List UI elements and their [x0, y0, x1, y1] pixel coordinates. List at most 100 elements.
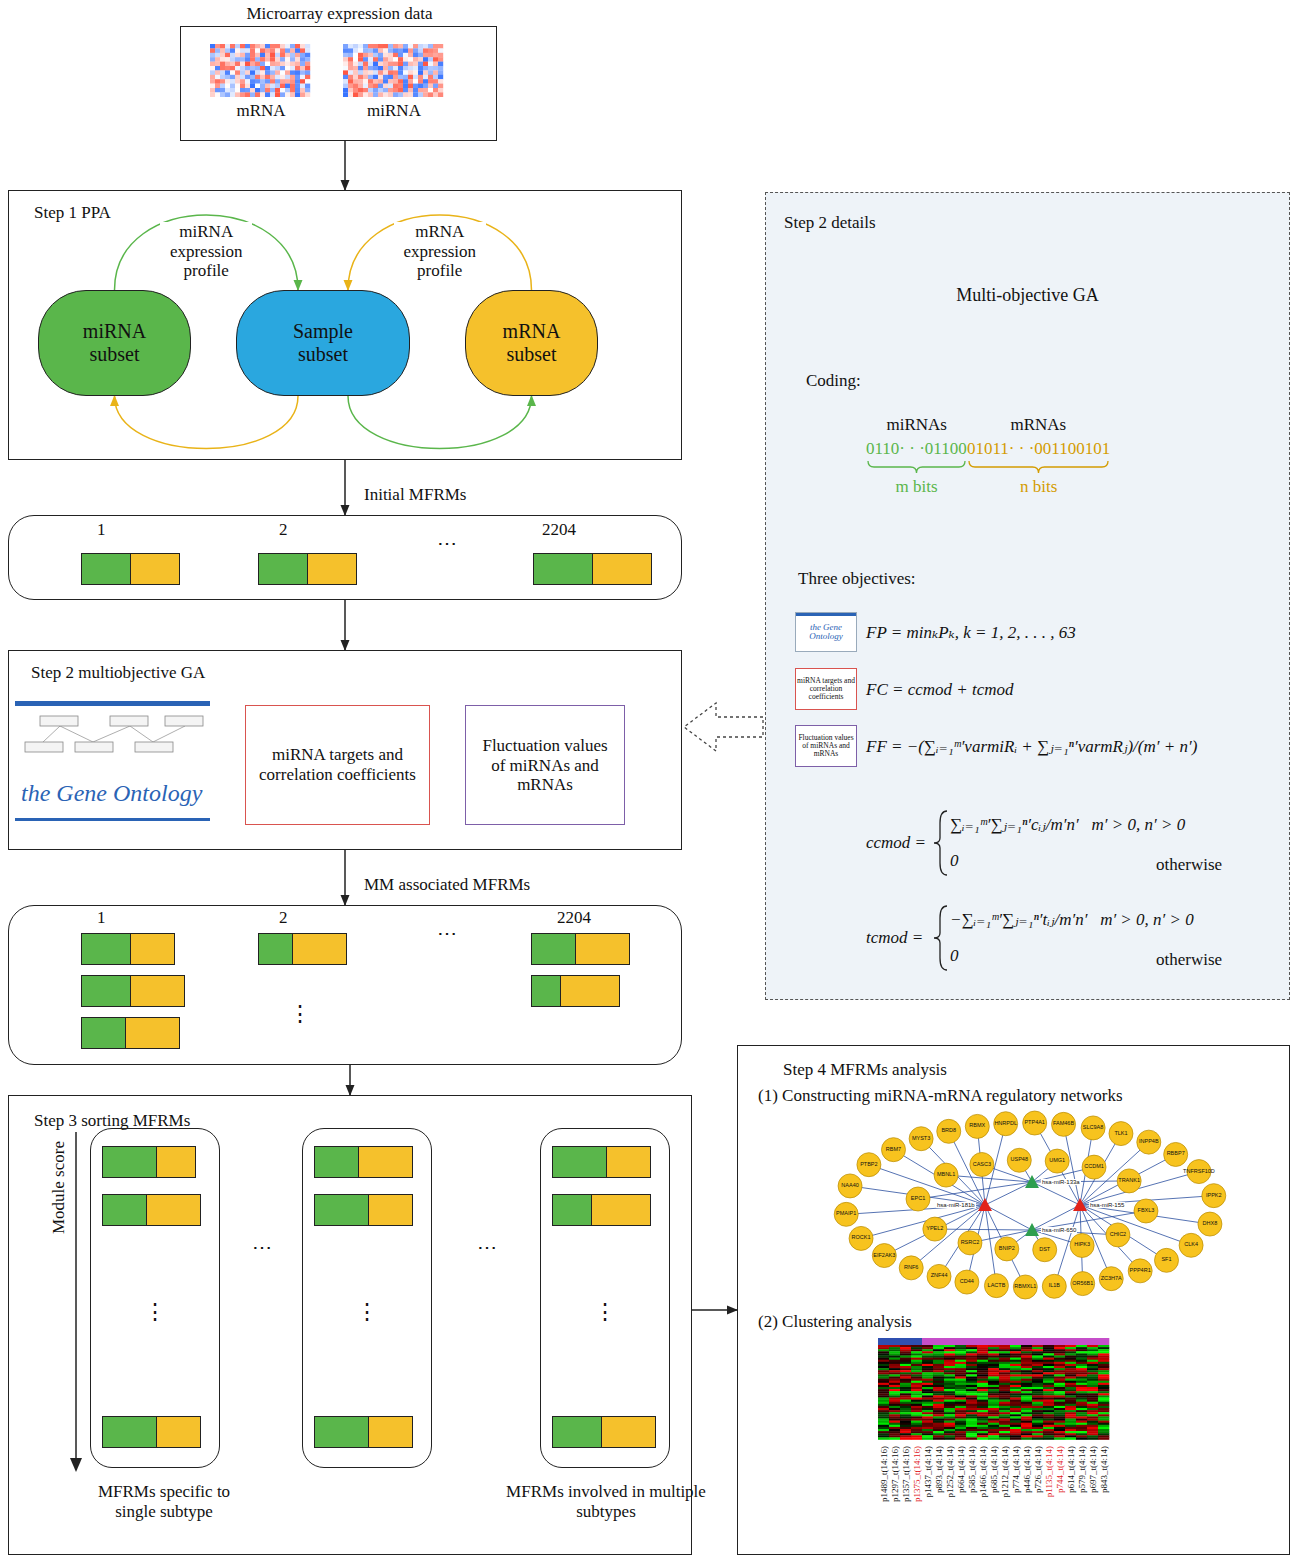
heatmap-cell	[1054, 1437, 1065, 1439]
heatmap-cell	[1087, 1360, 1098, 1362]
tree-term	[25, 742, 63, 752]
heatmap-cell	[1065, 1387, 1076, 1389]
score-arrowhead	[70, 1458, 82, 1472]
heatmap-cell	[1076, 1389, 1087, 1391]
heatmap-cell	[398, 62, 403, 67]
mrna-bar	[125, 1017, 180, 1049]
regulation-link	[985, 1205, 996, 1286]
heatmap-cell	[999, 1429, 1010, 1431]
heatmap-cell	[280, 44, 285, 49]
heatmap-cell	[368, 88, 373, 93]
gene-label: IPPK2	[1206, 1193, 1222, 1199]
heatmap-cell	[403, 44, 408, 49]
heatmap-cell	[295, 84, 300, 89]
heatmap-cell	[398, 92, 403, 97]
data-panel: Microarray expression datamRNAmiRNA	[180, 26, 497, 141]
heatmap-cell	[1032, 1360, 1043, 1362]
mrna-node	[1082, 1155, 1106, 1179]
heatmap-cell	[343, 88, 348, 93]
regulation-link	[949, 1131, 985, 1205]
heatmap-cell	[1021, 1402, 1032, 1404]
heatmap-cell	[944, 1366, 955, 1368]
heatmap-cell	[1076, 1381, 1087, 1383]
heatmap-cell	[408, 66, 413, 71]
heatmap-cell	[922, 1356, 933, 1358]
gene-label: FAM46B	[1053, 1122, 1074, 1128]
heatmap-cell	[398, 84, 403, 89]
heatmap-cell	[1054, 1368, 1065, 1370]
heatmap-cell	[955, 1358, 966, 1360]
heatmap-cell	[265, 44, 270, 49]
heatmap-cell	[275, 79, 280, 84]
group-bar	[966, 1338, 977, 1345]
heatmap-cell	[240, 57, 245, 62]
heatmap-cell	[285, 79, 290, 84]
heatmap-cell	[900, 1408, 911, 1410]
heatmap-cell	[265, 79, 270, 84]
heatmap-cell	[1076, 1410, 1087, 1412]
heatmap-cell	[922, 1421, 933, 1423]
heatmap-cell	[988, 1414, 999, 1416]
node-text: (2) Clustering analysis	[758, 1312, 912, 1332]
heatmap-cell	[1076, 1435, 1087, 1437]
tree-term	[135, 742, 173, 752]
node-text: m bits	[896, 477, 938, 497]
heatmap-cell	[922, 1414, 933, 1416]
mirna-label: hsa-miR-133a	[1041, 1179, 1081, 1185]
heatmap-cell	[423, 44, 428, 49]
regulation-link	[1080, 1205, 1167, 1260]
regulation-link	[884, 1205, 985, 1256]
heatmap-cell	[878, 1347, 889, 1349]
heatmap-cell	[1032, 1406, 1043, 1408]
heatmap-cell	[373, 57, 378, 62]
mrna-node	[1164, 1142, 1188, 1166]
heatmap-cell	[225, 75, 230, 80]
heatmap-cell	[305, 48, 310, 53]
mrna-bar	[307, 553, 357, 585]
heatmap-cell	[1065, 1393, 1076, 1395]
heatmap-cell	[358, 75, 363, 80]
heatmap-cell	[988, 1433, 999, 1435]
heatmap-cell	[900, 1368, 911, 1370]
heatmap-cell	[999, 1370, 1010, 1372]
heatmap-cell	[343, 62, 348, 67]
score-axis	[75, 1132, 77, 1460]
heatmap-cell	[977, 1385, 988, 1387]
heatmap-cell	[363, 70, 368, 75]
mrna-node	[1198, 1212, 1222, 1236]
heatmap-cell	[1076, 1414, 1087, 1416]
heatmap-cell	[878, 1366, 889, 1368]
gene-label: RBMXL1	[1014, 1284, 1036, 1290]
heatmap-cell	[373, 53, 378, 58]
heatmap-cell	[933, 1427, 944, 1429]
heatmap-cell	[933, 1374, 944, 1376]
heatmap-cell	[1076, 1425, 1087, 1427]
heatmap-cell	[275, 88, 280, 93]
heatmap-cell	[988, 1347, 999, 1349]
heatmap-cell	[403, 48, 408, 53]
heatmap-cell	[1054, 1433, 1065, 1435]
heatmap-cell	[1054, 1366, 1065, 1368]
heatmap-cell	[1087, 1408, 1098, 1410]
heatmap-cell	[255, 84, 260, 89]
node-text: FP = minₖPₖ, k = 1, 2, . . . , 63	[866, 623, 1076, 643]
gene-label: DHX8	[1203, 1221, 1218, 1227]
heatmap-cell	[280, 79, 285, 84]
heatmap-cell	[260, 79, 265, 84]
connector	[348, 396, 532, 449]
heatmap-cell	[999, 1353, 1010, 1355]
heatmap-cell	[210, 44, 215, 49]
heatmap-cell	[966, 1419, 977, 1421]
heatmap-cell	[1065, 1379, 1076, 1381]
heatmap-cell	[966, 1362, 977, 1364]
heatmap-cell	[1098, 1364, 1109, 1366]
heatmap-cell	[911, 1414, 922, 1416]
heatmap-cell	[358, 62, 363, 67]
heatmap-cell	[878, 1410, 889, 1412]
heatmap-cell	[1021, 1383, 1032, 1385]
heatmap-cell	[285, 44, 290, 49]
heatmap-cell	[1087, 1389, 1098, 1391]
heatmap-cell	[1054, 1353, 1065, 1355]
heatmap-cell	[878, 1431, 889, 1433]
heatmap-cell	[1098, 1366, 1109, 1368]
